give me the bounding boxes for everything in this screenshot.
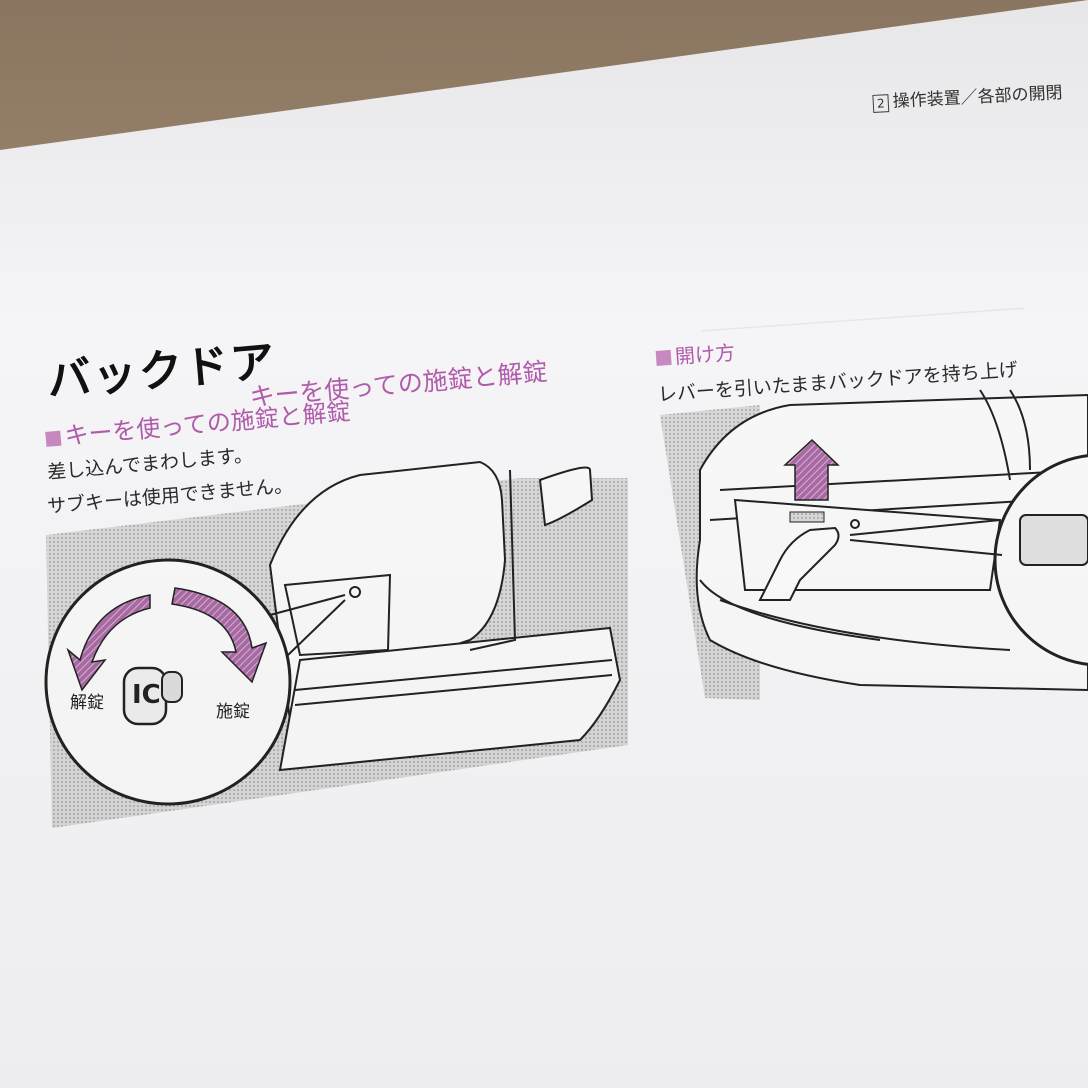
lock-label: 施錠 [216,702,250,722]
unlock-label: 解錠 [70,693,104,713]
lock-arrow-icon [171,587,268,684]
lever-closeup-icon [1019,514,1088,566]
unlock-arrow-icon [66,594,151,692]
door-lever-icon [789,511,825,523]
key-head-icon [161,671,183,703]
zoom-leader-lines [269,594,346,656]
hand-icon [758,526,840,601]
car-rear-drawing [268,460,622,772]
svg-text:IC: IC [132,680,161,710]
lift-arrow-icon [783,438,840,501]
zoom-leader-lines [849,519,1003,556]
magnified-view-circle [993,453,1088,667]
